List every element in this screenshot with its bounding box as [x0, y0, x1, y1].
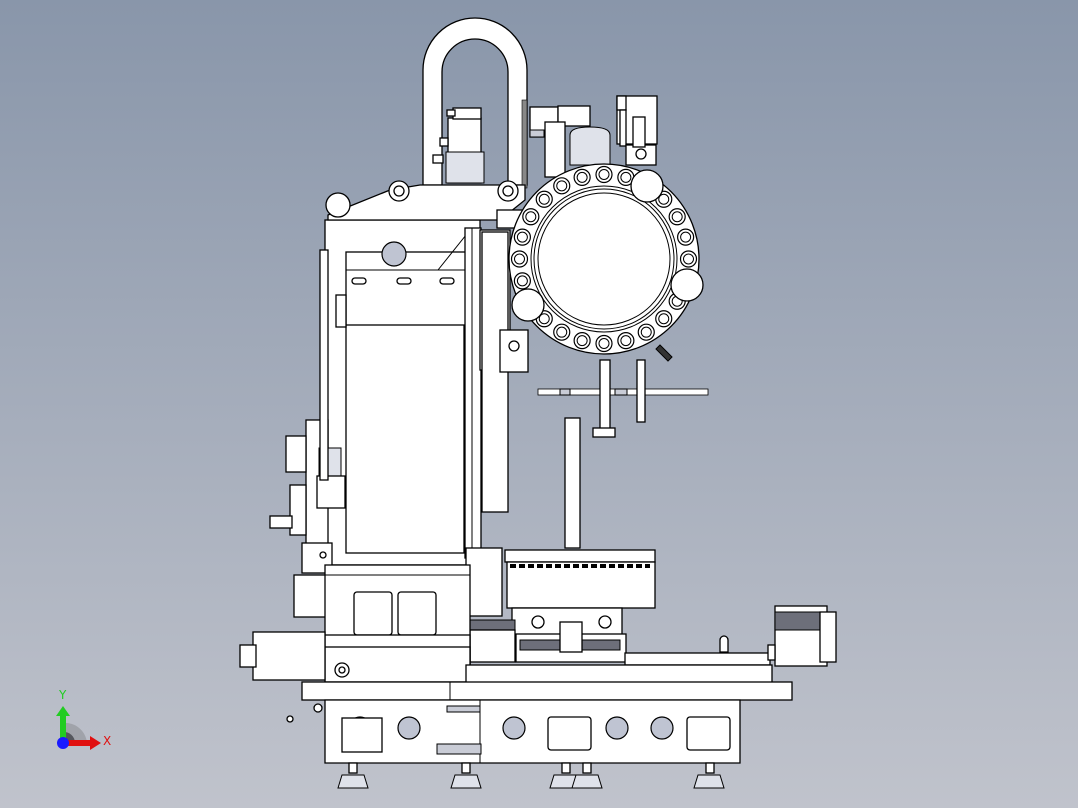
- tool-magazine[interactable]: [508, 163, 704, 362]
- tool-rack[interactable]: [537, 359, 709, 549]
- foot: [450, 762, 482, 789]
- triad-z-axis-dot: [57, 737, 69, 749]
- coordinate-triad[interactable]: [56, 706, 101, 750]
- triad-x-label: X: [103, 734, 112, 748]
- foot: [693, 762, 725, 789]
- triad-y-arrowhead-icon: [56, 706, 70, 716]
- triad-x-axis-arrow: [63, 740, 91, 746]
- column[interactable]: [324, 219, 529, 566]
- work-table[interactable]: [465, 547, 656, 663]
- spindle-motor[interactable]: [432, 107, 485, 184]
- triad-y-axis-arrow: [60, 714, 66, 743]
- fastener: [286, 715, 294, 723]
- machine-base[interactable]: [301, 681, 793, 764]
- x-axis-rail[interactable]: [624, 605, 837, 667]
- leveling-feet[interactable]: [337, 762, 725, 789]
- column-side-components[interactable]: [269, 249, 346, 618]
- foot: [571, 762, 603, 789]
- atc-motor[interactable]: [529, 95, 658, 178]
- triad-x-arrowhead-icon: [90, 736, 101, 750]
- foot: [337, 762, 369, 789]
- fastener: [313, 703, 323, 713]
- saddle[interactable]: [239, 564, 773, 686]
- triad-y-label: Y: [59, 688, 67, 702]
